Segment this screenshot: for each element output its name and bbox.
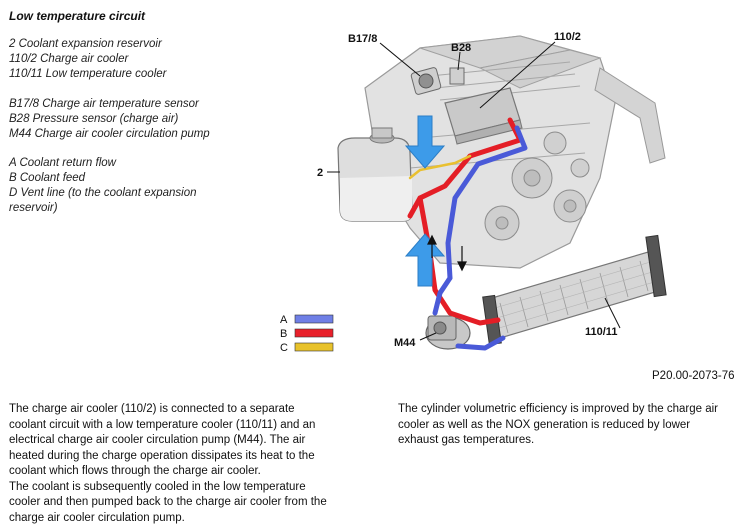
description-line: heated during the charge operation dissi… bbox=[9, 449, 369, 465]
flow-item: B Coolant feed bbox=[9, 171, 197, 186]
page-title: Low temperature circuit bbox=[9, 9, 145, 23]
component-list: 2 Coolant expansion reservoir 110/2 Char… bbox=[9, 37, 166, 82]
key-letter-b: B bbox=[280, 328, 287, 340]
sensor-item: B28 Pressure sensor (charge air) bbox=[9, 112, 210, 127]
coolant-expansion-reservoir bbox=[338, 128, 412, 221]
key-letter-a: A bbox=[280, 314, 288, 326]
description-left: The charge air cooler (110/2) is connect… bbox=[9, 402, 369, 526]
description-line: charge air cooler circulation pump. bbox=[9, 511, 369, 526]
description-line: The coolant is subsequently cooled in th… bbox=[9, 480, 369, 496]
flow-item: reservoir) bbox=[9, 201, 197, 216]
callout-110-2: 110/2 bbox=[554, 31, 581, 43]
description-line: The charge air cooler (110/2) is connect… bbox=[9, 402, 369, 418]
description-line: coolant which flows through the charge a… bbox=[9, 464, 369, 480]
callout-m44: M44 bbox=[394, 337, 416, 349]
sensor-list: B17/8 Charge air temperature sensor B28 … bbox=[9, 97, 210, 142]
callout-110-11: 110/11 bbox=[585, 326, 617, 338]
description-line: cooler as well as the NOX generation is … bbox=[398, 418, 738, 434]
component-item: 110/11 Low temperature cooler bbox=[9, 67, 166, 82]
key-swatch-b bbox=[295, 329, 333, 337]
description-line: The cylinder volumetric efficiency is im… bbox=[398, 402, 738, 418]
key-swatch-c bbox=[295, 343, 333, 351]
callout-b28: B28 bbox=[451, 42, 471, 54]
description-right: The cylinder volumetric efficiency is im… bbox=[398, 402, 738, 449]
sensor-item: B17/8 Charge air temperature sensor bbox=[9, 97, 210, 112]
sensor-item: M44 Charge air cooler circulation pump bbox=[9, 127, 210, 142]
cooling-circuit-diagram: B17/8 B28 110/2 2 M44 110/11 A B C bbox=[270, 28, 740, 368]
description-line: exhaust gas temperatures. bbox=[398, 433, 738, 449]
description-line: coolant circuit with a low temperature c… bbox=[9, 418, 369, 434]
flow-item: D Vent line (to the coolant expansion bbox=[9, 186, 197, 201]
key-swatch-a bbox=[295, 315, 333, 323]
figure-reference: P20.00-2073-76 bbox=[652, 370, 734, 382]
flow-item: A Coolant return flow bbox=[9, 156, 197, 171]
callout-b17-8: B17/8 bbox=[348, 33, 377, 45]
color-key: A B C bbox=[280, 314, 333, 354]
description-line: cooler and then pumped back to the charg… bbox=[9, 495, 369, 511]
flow-list: A Coolant return flow B Coolant feed D V… bbox=[9, 156, 197, 216]
key-letter-c: C bbox=[280, 342, 288, 354]
description-line: electrical charge air cooler circulation… bbox=[9, 433, 369, 449]
component-item: 2 Coolant expansion reservoir bbox=[9, 37, 166, 52]
callout-2: 2 bbox=[317, 167, 323, 179]
component-item: 110/2 Charge air cooler bbox=[9, 52, 166, 67]
